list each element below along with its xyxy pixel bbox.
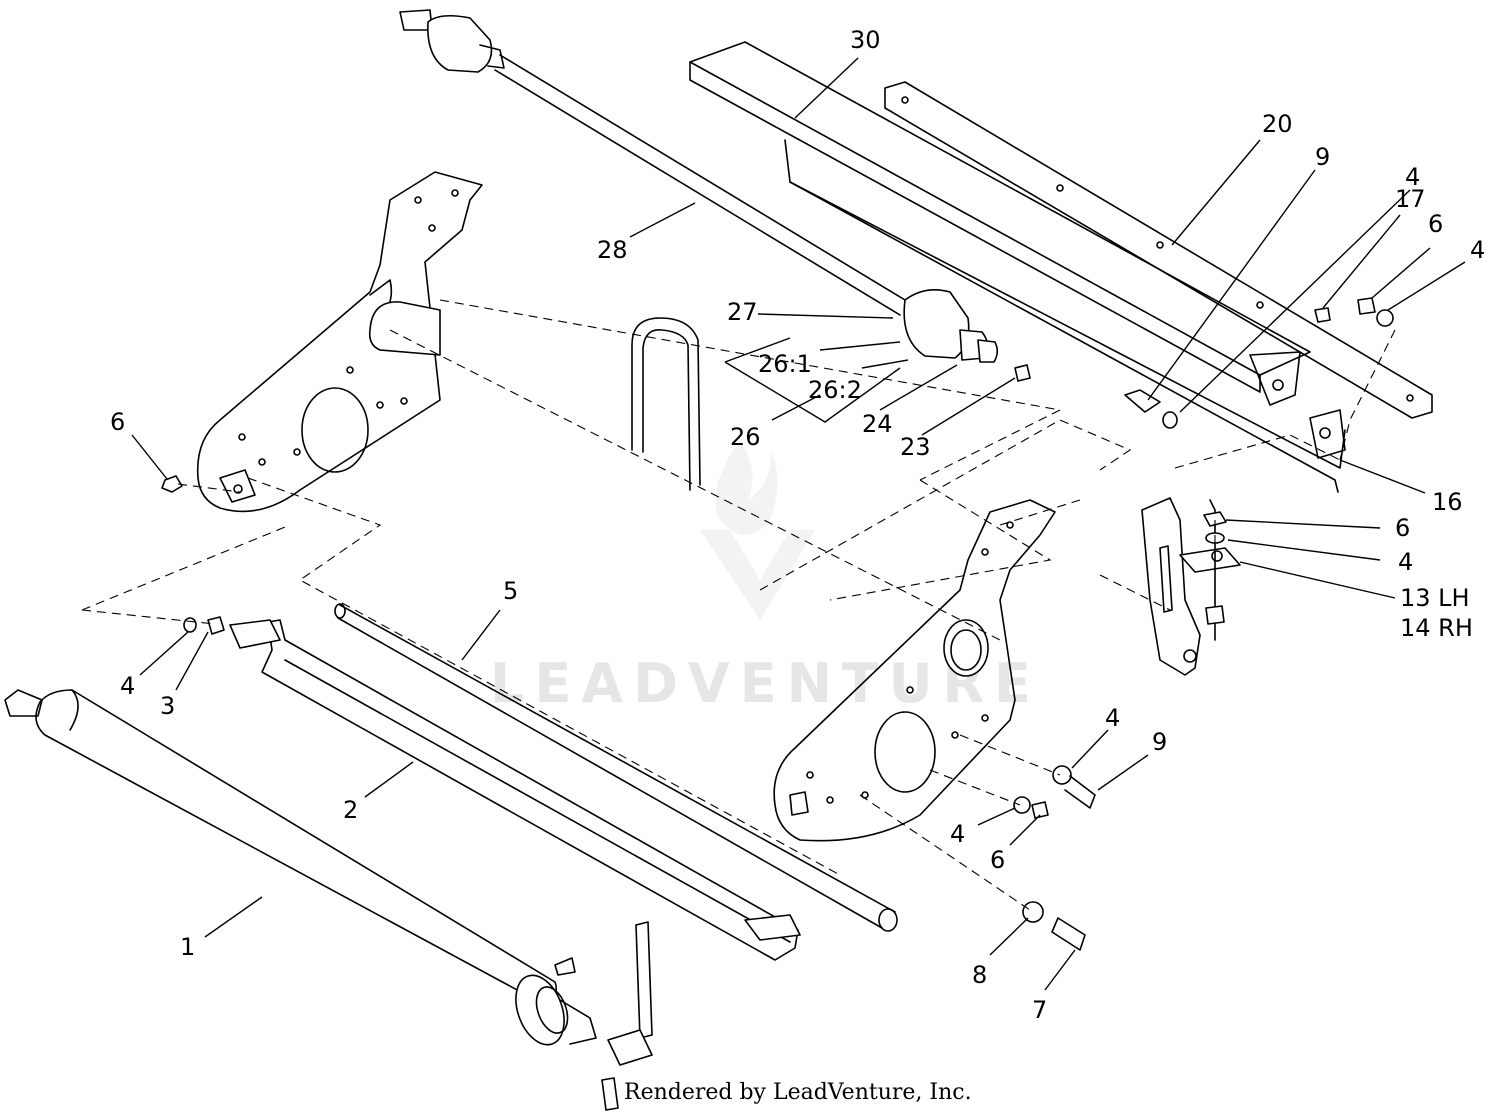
watermark: LEADVENTURE (490, 440, 1041, 715)
part-2-scraper (229, 619, 801, 961)
left-side-plate (196, 171, 483, 513)
callout-17: 17 (1395, 185, 1426, 213)
callout-7: 7 (1032, 996, 1047, 1024)
callout-4-topright: 4 (1470, 236, 1485, 264)
callout-20: 20 (1262, 110, 1293, 138)
callout-4-mid: 4 (1105, 704, 1120, 732)
callout-5: 5 (503, 577, 518, 605)
callout-6-low: 6 (990, 846, 1005, 874)
callout-30: 30 (850, 26, 881, 54)
render-credit: Rendered by LeadVenture, Inc. (624, 1080, 972, 1105)
callout-labels: 1 2 3 4 5 6 28 27 26:1 26:2 26 24 23 30 … (110, 26, 1485, 1024)
callout-4-right: 4 (1398, 548, 1413, 576)
part-30-bar (689, 41, 1346, 493)
part-28-shaft (399, 9, 999, 363)
callout-14-rh: 14 RH (1400, 614, 1473, 642)
callout-13-lh: 13 LH (1400, 584, 1470, 612)
callout-6-right: 6 (1395, 514, 1410, 542)
callout-9-top: 9 (1315, 143, 1330, 171)
callout-26-1: 26:1 (758, 350, 812, 378)
callout-16: 16 (1432, 488, 1463, 516)
callout-2: 2 (343, 796, 358, 824)
assembly-lines (81, 299, 1396, 911)
part-20-strip (884, 81, 1433, 419)
right-side-plate (773, 499, 1056, 842)
callout-6-top: 6 (1428, 210, 1443, 238)
callout-9-mid: 9 (1152, 728, 1167, 756)
callout-1: 1 (180, 933, 195, 961)
callout-4-left: 4 (120, 672, 135, 700)
part-1-roller (4, 689, 597, 1046)
part-5-rod (334, 603, 898, 932)
hardware (161, 297, 1394, 951)
front-linkage (601, 921, 653, 1111)
callout-27: 27 (727, 298, 758, 326)
watermark-text: LEADVENTURE (490, 652, 1041, 715)
callout-4-low: 4 (950, 820, 965, 848)
leader-lines (131, 57, 1466, 991)
callout-23: 23 (900, 433, 931, 461)
watermark-logo-icon (700, 440, 815, 620)
callout-6-left: 6 (110, 408, 125, 436)
part-13-14-bracket (1141, 497, 1241, 676)
callout-26-2: 26:2 (808, 376, 862, 404)
callout-26: 26 (730, 423, 761, 451)
callout-28: 28 (597, 236, 628, 264)
u-bolt (631, 317, 701, 491)
callout-24: 24 (862, 410, 893, 438)
callout-8: 8 (972, 961, 987, 989)
callout-4-top: 4 (1405, 163, 1420, 191)
callout-3: 3 (160, 692, 175, 720)
